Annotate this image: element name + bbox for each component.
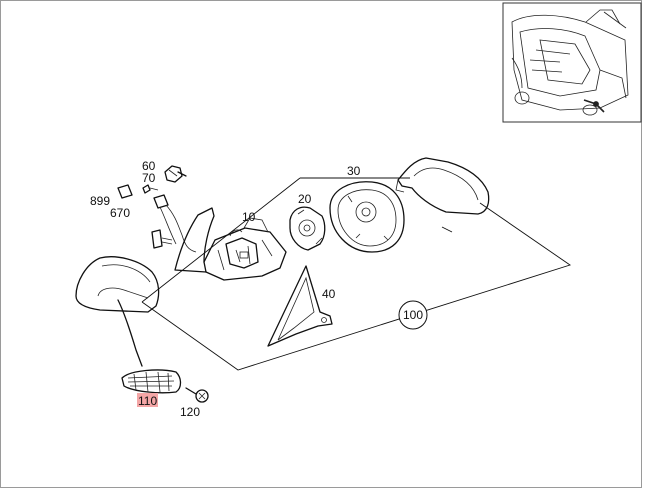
part-20-adjuster[interactable] [289, 206, 326, 251]
label-part-40[interactable]: 40 [322, 287, 336, 301]
mirror-housing-cover[interactable] [395, 157, 490, 215]
selected-part-highlight [137, 393, 158, 407]
label-part-60[interactable]: 60 [142, 159, 156, 173]
mirror-outer-housing[interactable] [75, 256, 160, 367]
vehicle-location-inset[interactable] [502, 2, 642, 123]
label-part-120[interactable]: 120 [180, 405, 200, 419]
part-670-connector[interactable] [117, 184, 197, 253]
label-part-70[interactable]: 70 [142, 171, 156, 185]
part-899-clip[interactable] [142, 184, 159, 194]
label-part-10[interactable]: 10 [242, 210, 256, 224]
label-part-899[interactable]: 899 [90, 194, 110, 208]
diagram-frame [0, 0, 642, 488]
part-40-seal[interactable] [267, 265, 333, 347]
part-120-screw[interactable] [185, 387, 209, 403]
part-60-screw[interactable] [164, 165, 187, 183]
part-10-mirror-base[interactable] [174, 207, 287, 281]
assembly-callout-plane [141, 177, 572, 371]
label-part-670[interactable]: 670 [110, 206, 130, 220]
part-30-mirror-glass[interactable] [329, 181, 405, 253]
label-part-20[interactable]: 20 [298, 192, 312, 206]
assembly-100-circle [398, 300, 428, 330]
part-110-turn-signal[interactable] [121, 369, 182, 394]
label-part-30[interactable]: 30 [347, 164, 361, 178]
car-location-icon [511, 9, 629, 116]
label-part-110[interactable]: 110 [138, 394, 157, 408]
label-part-100[interactable]: 100 [403, 308, 423, 322]
